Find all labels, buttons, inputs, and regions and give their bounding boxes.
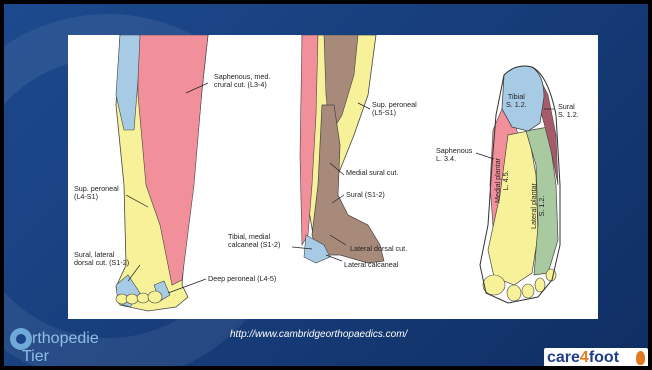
label-sural-s1-2: Sural (S1-2): [346, 191, 385, 199]
label-lateral-calcaneal: Lateral calcaneal: [344, 261, 398, 269]
dermatome-diagram-panel: Saphenous, med. crural cut. (L3-4) Sup. …: [68, 35, 598, 319]
orthopedie-tier-logo: rthopedie Tier: [8, 326, 128, 366]
source-url[interactable]: http://www.cambridgeorthopaedics.com/: [230, 329, 407, 340]
label-tibial-sole: Tibial S. 1.2.: [506, 93, 527, 110]
lateral-leg-figure: [300, 35, 384, 263]
logo-4-text: 4: [580, 349, 589, 366]
dermatome-diagram: [68, 35, 598, 319]
orthopedie-logo-o-icon: [10, 328, 32, 350]
label-lateral-dorsal: Lateral dorsal cut.: [350, 245, 407, 253]
label-saphenous-sole: Saphenous L. 3.4.: [436, 147, 472, 164]
label-tibial-medial-calcaneal: Tibial, medial calcaneal (S1-2): [228, 233, 280, 250]
logo-text-line2: Tier: [22, 348, 49, 366]
logo-text-line1: rthopedie: [32, 330, 99, 348]
slide-background: Saphenous, med. crural cut. (L3-4) Sup. …: [4, 4, 648, 366]
label-sural-sole: Sural S. 1.2.: [558, 103, 579, 120]
label-sup-peroneal-l4-s1: Sup. peroneal (L4-S1): [74, 185, 119, 202]
anterior-leg-figure: [116, 35, 208, 311]
foot-icon: [636, 351, 645, 365]
label-medial-sural: Medial sural cut.: [346, 169, 398, 177]
logo-foot-text: foot: [589, 349, 619, 366]
label-saphenous-med: Saphenous, med. crural cut. (L3-4): [214, 73, 270, 90]
label-sural-lateral: Sural, lateral dorsal cut. (S1-2): [74, 251, 129, 268]
label-medial-plantar: Medial plantar L. 4.5.: [494, 158, 511, 203]
label-sup-peroneal-l5-s1: Sup. peroneal (L5-S1): [372, 101, 417, 118]
care4foot-logo: care4foot: [544, 348, 648, 366]
logo-care-text: care: [547, 349, 580, 366]
label-deep-peroneal: Deep peroneal (L4-5): [208, 275, 276, 283]
label-lateral-plantar: Lateral plantar S. 1.2.: [530, 183, 547, 229]
